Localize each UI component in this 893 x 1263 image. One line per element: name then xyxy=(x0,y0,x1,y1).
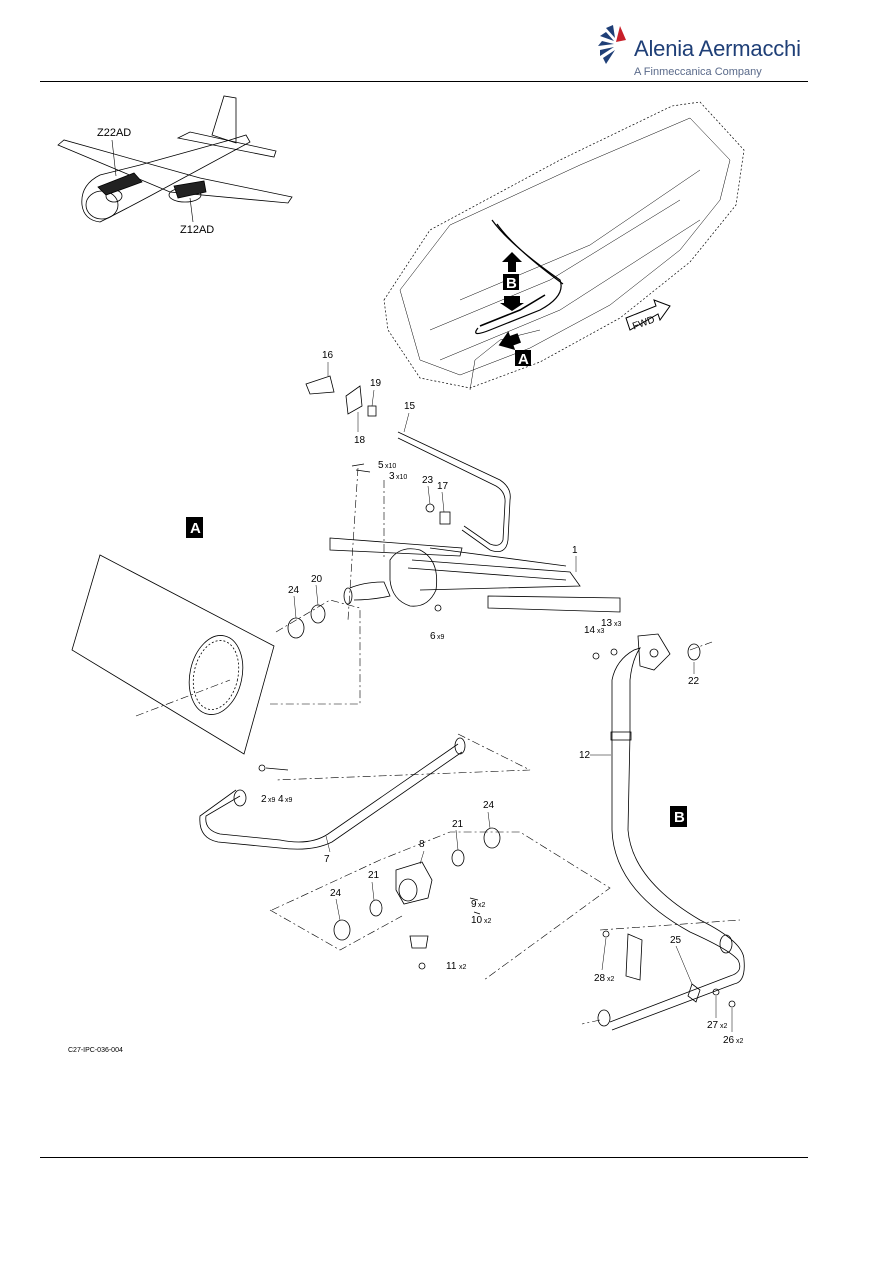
qty-14: x3 xyxy=(597,628,605,635)
qty-5: x10 xyxy=(385,463,396,470)
qty-13: x3 xyxy=(614,621,622,628)
tube-15 xyxy=(397,431,511,553)
manifold-housing xyxy=(389,548,438,607)
mounting-plate xyxy=(637,633,671,671)
callout-12: 12 xyxy=(579,750,591,761)
seal-20 xyxy=(310,604,326,624)
callout-21-right: 21 xyxy=(452,819,464,830)
view-b-arrow: B xyxy=(500,252,524,311)
view-a-parts xyxy=(71,375,621,970)
brand-name: Alenia Aermacchi xyxy=(634,36,801,61)
access-panel xyxy=(71,554,275,755)
header-rule xyxy=(40,81,808,82)
callout-5: 5 xyxy=(378,460,384,471)
callout-21-left: 21 xyxy=(368,870,380,881)
callout-17: 17 xyxy=(437,481,449,492)
brand-tagline: A Finmeccanica Company xyxy=(634,66,762,78)
qty-4: x9 xyxy=(285,797,293,804)
view-a-letter: A xyxy=(190,520,201,537)
callout-24-top: 24 xyxy=(288,585,300,596)
view-a-marker: A xyxy=(186,517,203,538)
callout-28: 28 xyxy=(594,973,606,984)
zone-z12ad-highlight xyxy=(173,180,207,199)
fwd-arrow: FWD xyxy=(625,299,671,332)
view-b-parts xyxy=(592,633,745,1031)
qty-10: x2 xyxy=(484,918,492,925)
callout-13: 13 xyxy=(601,618,613,629)
qty-9: x2 xyxy=(478,902,486,909)
bracket-25 xyxy=(625,933,643,981)
callout-2: 2 xyxy=(261,794,267,805)
qty-3: x10 xyxy=(396,474,407,481)
callout-9: 9 xyxy=(471,899,477,910)
figure-reference: C27-IPC-036-004 xyxy=(68,1047,123,1054)
callout-10: 10 xyxy=(471,915,483,926)
callout-14: 14 xyxy=(584,625,596,636)
nacelle-structure-view xyxy=(383,101,745,391)
aircraft-tailplane xyxy=(176,131,277,158)
callout-22: 22 xyxy=(688,676,700,687)
callout-4: 4 xyxy=(278,794,284,805)
clamp-24b xyxy=(333,919,351,941)
callout-7: 7 xyxy=(324,854,330,865)
logo-mark-icon xyxy=(598,25,626,64)
aircraft-locator-view xyxy=(57,95,293,223)
view-a-arrow: A xyxy=(498,331,531,368)
footer-rule xyxy=(40,1157,808,1158)
callout-15: 15 xyxy=(404,401,416,412)
callout-3: 3 xyxy=(389,471,395,482)
aircraft-tail-fin xyxy=(211,95,237,144)
aircraft-wing xyxy=(57,139,293,204)
callout-19: 19 xyxy=(370,378,382,389)
callout-6: 6 xyxy=(430,631,436,642)
tube-7 xyxy=(205,743,459,843)
view-b-letter: B xyxy=(674,809,685,826)
zone-label-z12ad: Z12AD xyxy=(180,224,214,236)
callout-16: 16 xyxy=(322,350,334,361)
qty-11: x2 xyxy=(459,964,467,971)
callout-25: 25 xyxy=(670,935,682,946)
aircraft-fuselage xyxy=(81,134,251,223)
callout-24-left: 24 xyxy=(330,888,342,899)
callout-8: 8 xyxy=(419,839,425,850)
qty-2: x9 xyxy=(268,797,276,804)
seal-22 xyxy=(687,643,701,661)
clamp-24a xyxy=(287,617,305,639)
tube-12 xyxy=(609,740,741,1023)
view-b-marker-top: B xyxy=(506,275,517,292)
callout-26: 26 xyxy=(723,1035,735,1046)
clamp-24c xyxy=(483,827,501,849)
callout-20: 20 xyxy=(311,574,323,585)
fitting-16 xyxy=(305,375,335,395)
callout-11: 11 xyxy=(446,961,457,972)
seal-21a xyxy=(369,899,383,917)
zone-z22ad-highlight xyxy=(97,172,143,196)
qty-6: x9 xyxy=(437,634,445,641)
qty-26: x2 xyxy=(736,1038,744,1045)
callout-23: 23 xyxy=(422,475,434,486)
view-a-marker-top: A xyxy=(518,351,529,368)
callout-leaders xyxy=(293,362,733,1032)
company-logo: Alenia Aermacchi A Finmeccanica Company xyxy=(596,22,801,82)
callout-27: 27 xyxy=(707,1020,719,1031)
qty-28: x2 xyxy=(607,976,615,983)
qty-27: x2 xyxy=(720,1023,728,1030)
seal-21b xyxy=(451,849,465,867)
callouts: 16 19 18 15 5 x10 3 x10 23 17 1 24 20 6 … xyxy=(261,350,744,1046)
callout-1: 1 xyxy=(572,545,578,556)
callout-24-right: 24 xyxy=(483,800,495,811)
leader-lines xyxy=(135,467,741,1025)
view-b-marker: B xyxy=(670,806,687,827)
zone-label-z22ad: Z22AD xyxy=(97,127,131,139)
callout-18: 18 xyxy=(354,435,366,446)
valve-8 xyxy=(395,861,433,905)
